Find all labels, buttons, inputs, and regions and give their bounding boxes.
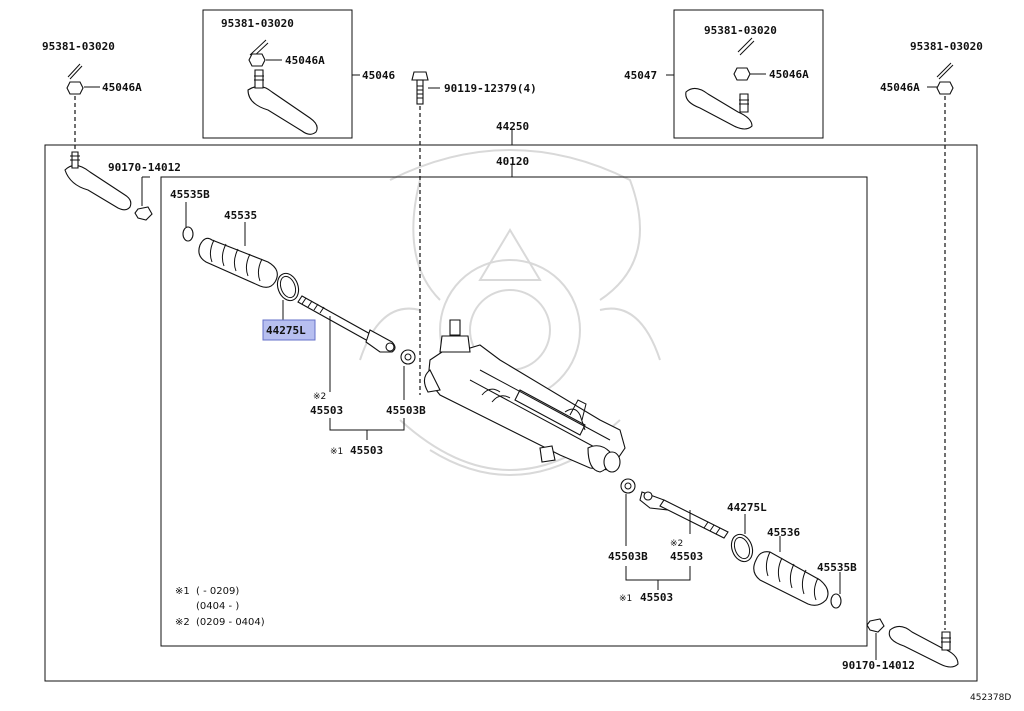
label-45503-left-sum[interactable]: 45503 — [350, 444, 383, 457]
label-45503b-right[interactable]: 45503B — [608, 550, 648, 563]
reference-code: 452378D — [970, 693, 1011, 703]
label-95381-box-right[interactable]: 95381-03020 — [704, 24, 777, 37]
mark-1-left: ※1 — [330, 447, 343, 457]
mark-2-left: ※2 — [313, 392, 326, 402]
boot-45536[interactable] — [753, 551, 829, 606]
nut-left — [66, 81, 84, 95]
label-45046[interactable]: 45046 — [362, 69, 395, 82]
clamp-ring-44275l-left[interactable] — [274, 270, 302, 303]
mark-2-right: ※2 — [670, 539, 683, 549]
label-95381-right[interactable]: 95381-03020 — [910, 40, 983, 53]
label-45535[interactable]: 45535 — [224, 209, 257, 222]
label-95381-left[interactable]: 95381-03020 — [42, 40, 115, 53]
label-45046a-box-right[interactable]: 45046A — [769, 68, 809, 81]
label-90119[interactable]: 90119-12379(4) — [444, 82, 537, 95]
label-45535b-right[interactable]: 45535B — [817, 561, 857, 574]
clamp-45535b-left — [182, 226, 194, 242]
note-2-line: (0209 - 0404) — [196, 617, 265, 628]
clamp-ring-44275l-right[interactable] — [728, 531, 756, 564]
cotter-pin-box-right — [737, 37, 755, 56]
tie-rod-45503-left[interactable] — [297, 295, 396, 353]
label-90170-bottom[interactable]: 90170-14012 — [842, 659, 915, 672]
note-1-mark: ※1 — [175, 586, 190, 597]
box-45047 — [673, 9, 824, 139]
label-95381-box-left[interactable]: 95381-03020 — [221, 17, 294, 30]
highlight-44275l[interactable] — [262, 319, 316, 341]
clamp-45535b-right — [830, 593, 842, 609]
tie-rod-end-right[interactable] — [888, 625, 959, 668]
label-45047[interactable]: 45047 — [624, 69, 657, 82]
inner-frame-40120 — [160, 176, 868, 647]
label-44250[interactable]: 44250 — [496, 120, 529, 133]
tie-rod-end-45047[interactable] — [685, 87, 753, 130]
box-45046 — [202, 9, 353, 139]
label-44275l-left[interactable]: 44275L — [266, 324, 306, 337]
label-40120[interactable]: 40120 — [496, 155, 529, 168]
washer-45503b-right — [620, 478, 636, 494]
nut-90170-bottom — [866, 618, 885, 633]
tie-rod-end-left[interactable] — [64, 151, 132, 211]
label-45046a-left[interactable]: 45046A — [102, 81, 142, 94]
label-45503-left[interactable]: 45503 — [310, 404, 343, 417]
nut-right — [936, 81, 954, 95]
cotter-pin-left — [67, 63, 83, 80]
cotter-pin-right — [936, 62, 954, 80]
note-1-line2: (0404 - ) — [196, 601, 239, 612]
tie-rod-end-45046[interactable] — [247, 69, 318, 135]
washer-45503b-left — [400, 349, 416, 365]
label-45535b-left[interactable]: 45535B — [170, 188, 210, 201]
label-45046a-right[interactable]: 45046A — [880, 81, 920, 94]
note-2-mark: ※2 — [175, 617, 190, 628]
nut-90170-top — [134, 206, 153, 221]
nut-box-left — [248, 53, 266, 67]
note-1-line1: ( - 0209) — [196, 586, 239, 597]
label-45046a-box-left[interactable]: 45046A — [285, 54, 325, 67]
label-45503b-left[interactable]: 45503B — [386, 404, 426, 417]
steering-rack-housing-40120[interactable] — [423, 319, 626, 473]
tie-rod-45503-right[interactable] — [639, 491, 729, 539]
label-90170-top[interactable]: 90170-14012 — [108, 161, 181, 174]
nut-box-right — [733, 67, 751, 81]
boot-45535[interactable] — [198, 237, 278, 288]
bolt-90119 — [411, 71, 429, 105]
mark-1-right: ※1 — [619, 594, 632, 604]
label-44275l-right[interactable]: 44275L — [727, 501, 767, 514]
label-45503-right[interactable]: 45503 — [670, 550, 703, 563]
label-45536[interactable]: 45536 — [767, 526, 800, 539]
outer-frame-44250 — [44, 144, 978, 682]
label-45503-right-sum[interactable]: 45503 — [640, 591, 673, 604]
